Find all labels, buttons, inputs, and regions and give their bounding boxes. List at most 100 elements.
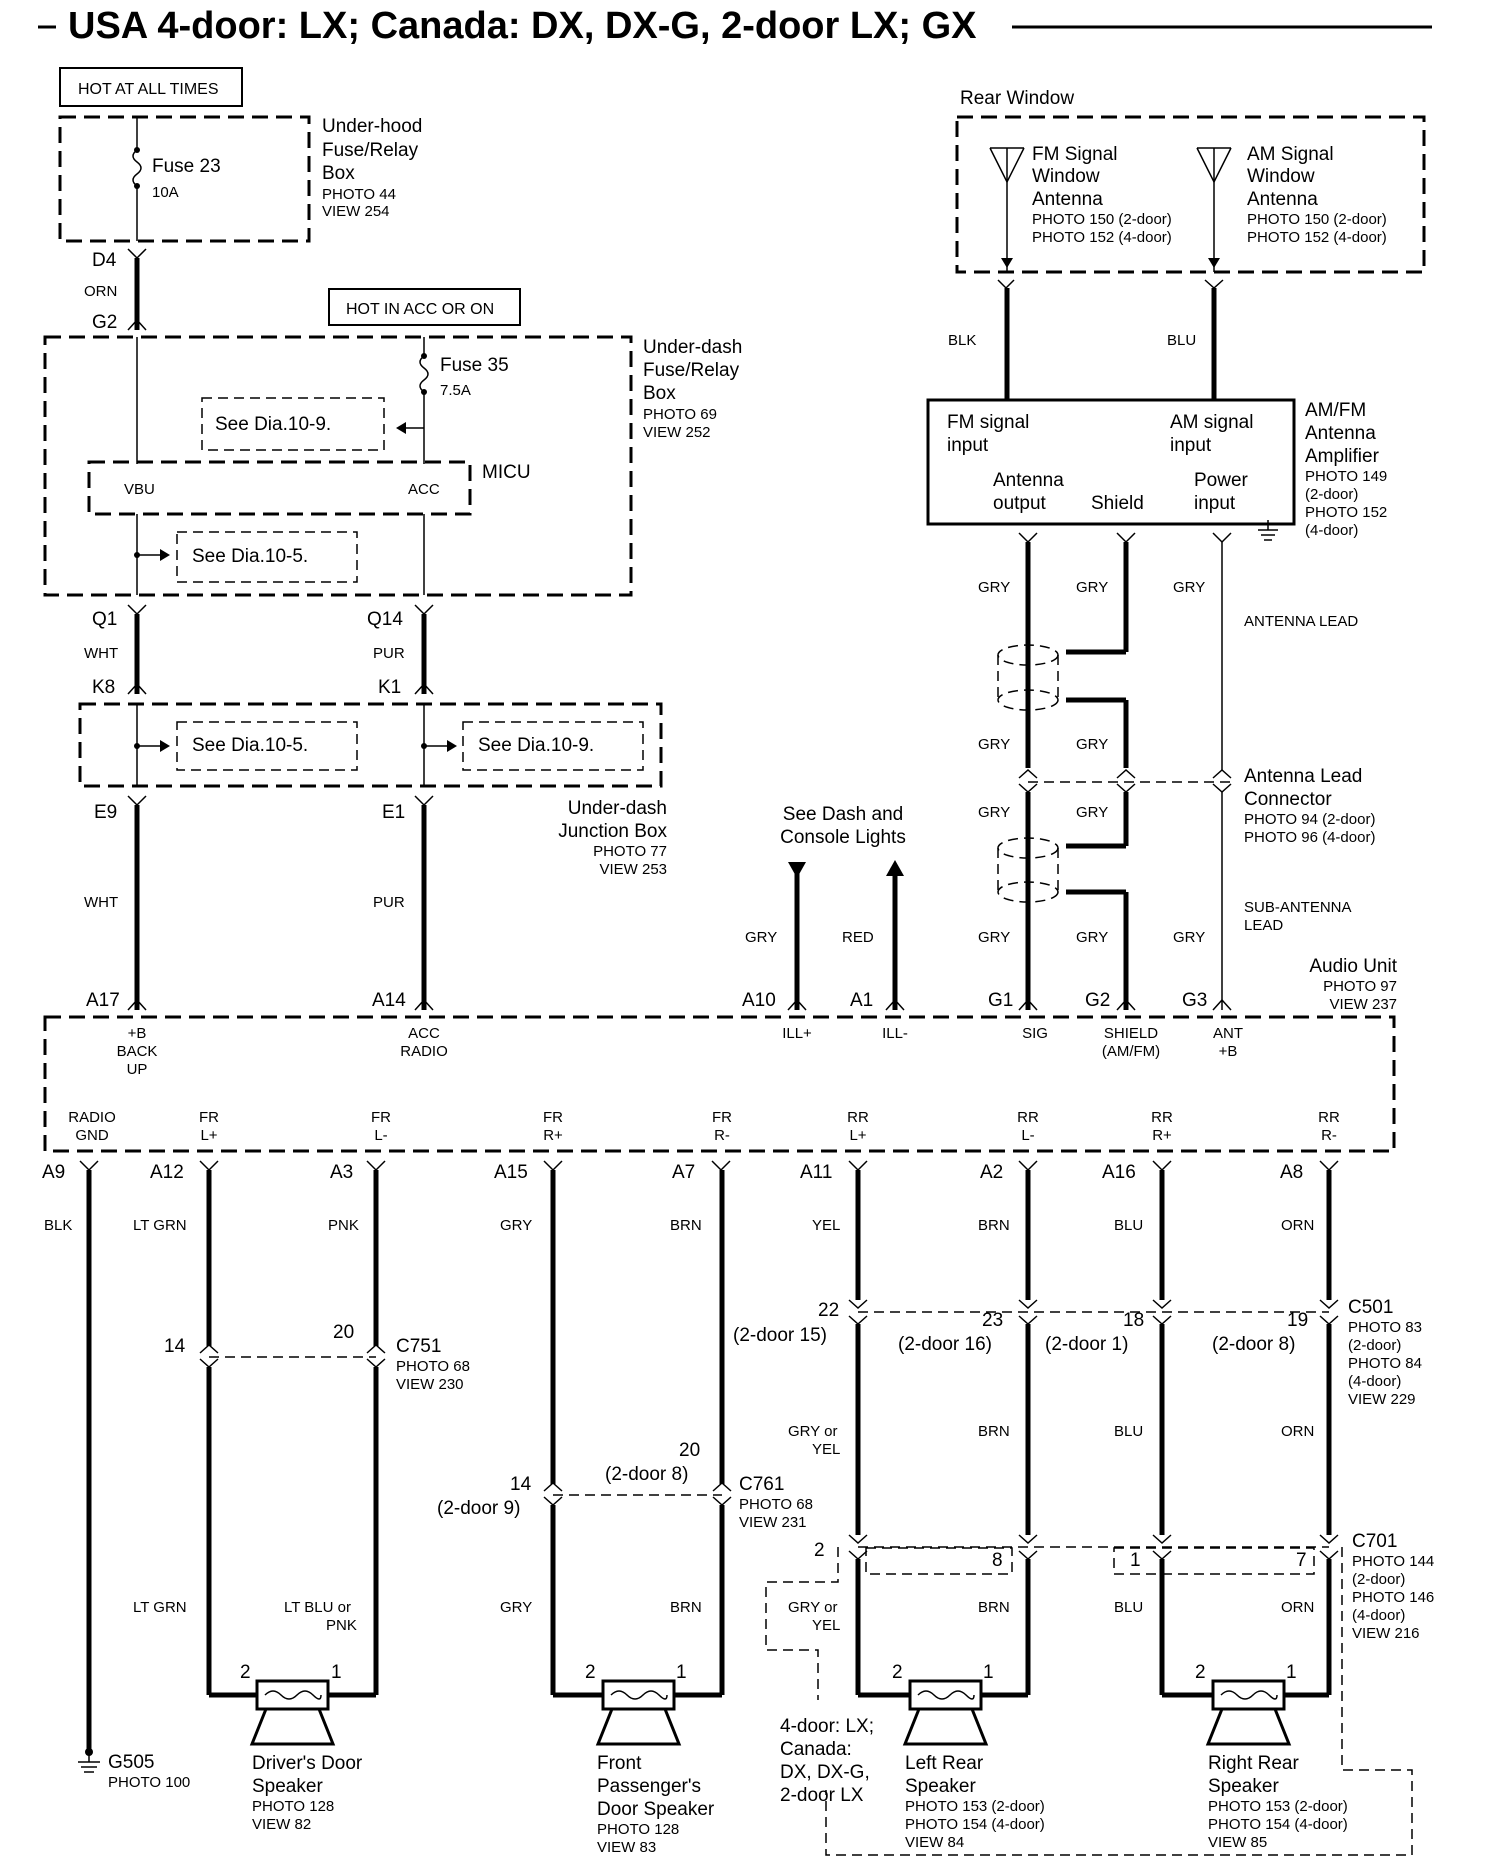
wire-pur-2: PUR <box>373 894 405 911</box>
junction-box-name-2: Junction Box <box>558 821 667 842</box>
amp-power-input-2: input <box>1194 493 1236 514</box>
rr-spk-name-1: Right Rear <box>1208 1753 1299 1774</box>
amp-ant-output-1: Antenna <box>993 470 1064 491</box>
au-pin-frrp-2: R+ <box>543 1127 563 1144</box>
pin-g1: G1 <box>988 990 1013 1011</box>
driver-spk-name-2: Speaker <box>252 1776 323 1797</box>
see-dia-10-9-jb: See Dia.10-9. <box>478 735 594 756</box>
c701-pin-2: 2 <box>814 1540 825 1561</box>
amp-name-1: AM/FM <box>1305 400 1366 421</box>
c501-label: C501 <box>1348 1297 1393 1318</box>
wire-ltgrn-1: LT GRN <box>133 1217 187 1234</box>
underdash-box-view: VIEW 252 <box>643 424 711 441</box>
am-antenna-name-2: Window <box>1247 166 1315 187</box>
au-pin-illm: ILL- <box>882 1025 908 1042</box>
dash-lights-2: Console Lights <box>780 827 906 848</box>
rr-spk-name-2: Speaker <box>1208 1776 1279 1797</box>
micu-vbu: VBU <box>124 481 155 498</box>
amp-photo-2: (2-door) <box>1305 486 1358 503</box>
ground-icon-g505 <box>78 1748 100 1773</box>
wire-gry-5: GRY <box>1076 736 1108 753</box>
c701-pin-1: 1 <box>1130 1550 1141 1571</box>
fuse-35-label: Fuse 35 <box>440 355 509 376</box>
fuse-23-amp: 10A <box>152 184 179 201</box>
wire-gry-dash: GRY <box>745 929 777 946</box>
wire-yel-2: YEL <box>812 1441 840 1458</box>
au-pin-frrp-1: FR <box>543 1109 563 1126</box>
c501-pin-18b: (2-door 1) <box>1045 1334 1128 1355</box>
amp-fm-input-1: FM signal <box>947 412 1029 433</box>
page-title: USA 4-door: LX; Canada: DX, DX-G, 2-door… <box>68 5 977 47</box>
c701-photo-2: (2-door) <box>1352 1571 1405 1588</box>
wire-gry-6: GRY <box>978 804 1010 821</box>
underdash-box-name-3: Box <box>643 383 676 404</box>
au-pin-sig: SIG <box>1022 1025 1048 1042</box>
hot-at-all-times-label: HOT AT ALL TIMES <box>78 81 219 98</box>
c751-label: C751 <box>396 1336 441 1357</box>
lr-spk-name-2: Speaker <box>905 1776 976 1797</box>
underdash-box-name-2: Fuse/Relay <box>643 360 740 381</box>
au-pin-frlm-1: FR <box>371 1109 391 1126</box>
fp-spk-pin-1: 1 <box>676 1662 687 1683</box>
am-antenna-name-3: Antenna <box>1247 189 1318 210</box>
see-dia-10-5-jb: See Dia.10-5. <box>192 735 308 756</box>
c501-photo-2: (2-door) <box>1348 1337 1401 1354</box>
au-pin-shield-1: SHIELD <box>1104 1025 1158 1042</box>
lr-spk-photo-2: PHOTO 154 (4-door) <box>905 1816 1045 1833</box>
c761-view: VIEW 231 <box>739 1514 807 1531</box>
pin-e1: E1 <box>382 802 405 823</box>
amp-name-2: Antenna <box>1305 423 1376 444</box>
amp-name-3: Amplifier <box>1305 446 1380 467</box>
amp-am-input-1: AM signal <box>1170 412 1253 433</box>
amp-am-input-2: input <box>1170 435 1212 456</box>
junction-box-name-1: Under-dash <box>568 798 667 819</box>
junction-box-view: VIEW 253 <box>599 861 667 878</box>
c501-pin-23b: (2-door 16) <box>898 1334 992 1355</box>
audio-unit-view: VIEW 237 <box>1329 996 1397 1013</box>
wire-brn-rl1: BRN <box>978 1217 1010 1234</box>
pin-g3: G3 <box>1182 990 1207 1011</box>
driver-spk-view: VIEW 82 <box>252 1816 311 1833</box>
fm-antenna-name-2: Window <box>1032 166 1100 187</box>
pin-a8: A8 <box>1280 1162 1303 1183</box>
variant-note-4: 2-door LX <box>780 1785 864 1806</box>
rear-window-label: Rear Window <box>960 88 1074 109</box>
c751-photo: PHOTO 68 <box>396 1358 470 1375</box>
au-pin-gnd-1: RADIO <box>68 1109 116 1126</box>
c761-photo: PHOTO 68 <box>739 1496 813 1513</box>
c501-pin-19b: (2-door 8) <box>1212 1334 1295 1355</box>
wire-wht-1: WHT <box>84 645 118 662</box>
amp-photo-3: PHOTO 152 <box>1305 504 1387 521</box>
driver-spk-pin-1: 1 <box>331 1662 342 1683</box>
au-pin-frlp-2: L+ <box>200 1127 217 1144</box>
pin-a10: A10 <box>742 990 776 1011</box>
wire-red-dash: RED <box>842 929 874 946</box>
lr-spk-view: VIEW 84 <box>905 1834 964 1851</box>
wire-gry-10: GRY <box>1173 929 1205 946</box>
amp-power-input-1: Power <box>1194 470 1249 491</box>
see-dia-10-5-top: See Dia.10-5. <box>192 546 308 567</box>
rr-spk-photo-2: PHOTO 154 (4-door) <box>1208 1816 1348 1833</box>
c751-pin-14: 14 <box>164 1336 186 1357</box>
c701-photo-4: (4-door) <box>1352 1607 1405 1624</box>
au-pin-gnd-2: GND <box>75 1127 109 1144</box>
wire-orn-rr3: ORN <box>1281 1599 1314 1616</box>
pin-a17: A17 <box>86 990 120 1011</box>
fp-spk-name-3: Door Speaker <box>597 1799 715 1820</box>
junction-box-photo: PHOTO 77 <box>593 843 667 860</box>
wire-orn-rr2: ORN <box>1281 1423 1314 1440</box>
speaker-icon-right-rear <box>1205 1679 1292 1746</box>
lr-spk-photo-1: PHOTO 153 (2-door) <box>905 1798 1045 1815</box>
am-antenna-photo-1: PHOTO 150 (2-door) <box>1247 211 1387 228</box>
amp-shield: Shield <box>1091 493 1144 514</box>
au-pin-backup-2: BACK <box>117 1043 158 1060</box>
au-pin-ant-1: ANT <box>1213 1025 1243 1042</box>
au-pin-acc-1: ACC <box>408 1025 440 1042</box>
wire-brn-rl3: BRN <box>978 1599 1010 1616</box>
driver-spk-name-1: Driver's Door <box>252 1753 363 1774</box>
pin-a15: A15 <box>494 1162 528 1183</box>
wire-blu-rr3: BLU <box>1114 1599 1143 1616</box>
fp-spk-name-1: Front <box>597 1753 642 1774</box>
au-pin-rrrp-1: RR <box>1151 1109 1173 1126</box>
au-pin-rrlp-2: L+ <box>849 1127 866 1144</box>
